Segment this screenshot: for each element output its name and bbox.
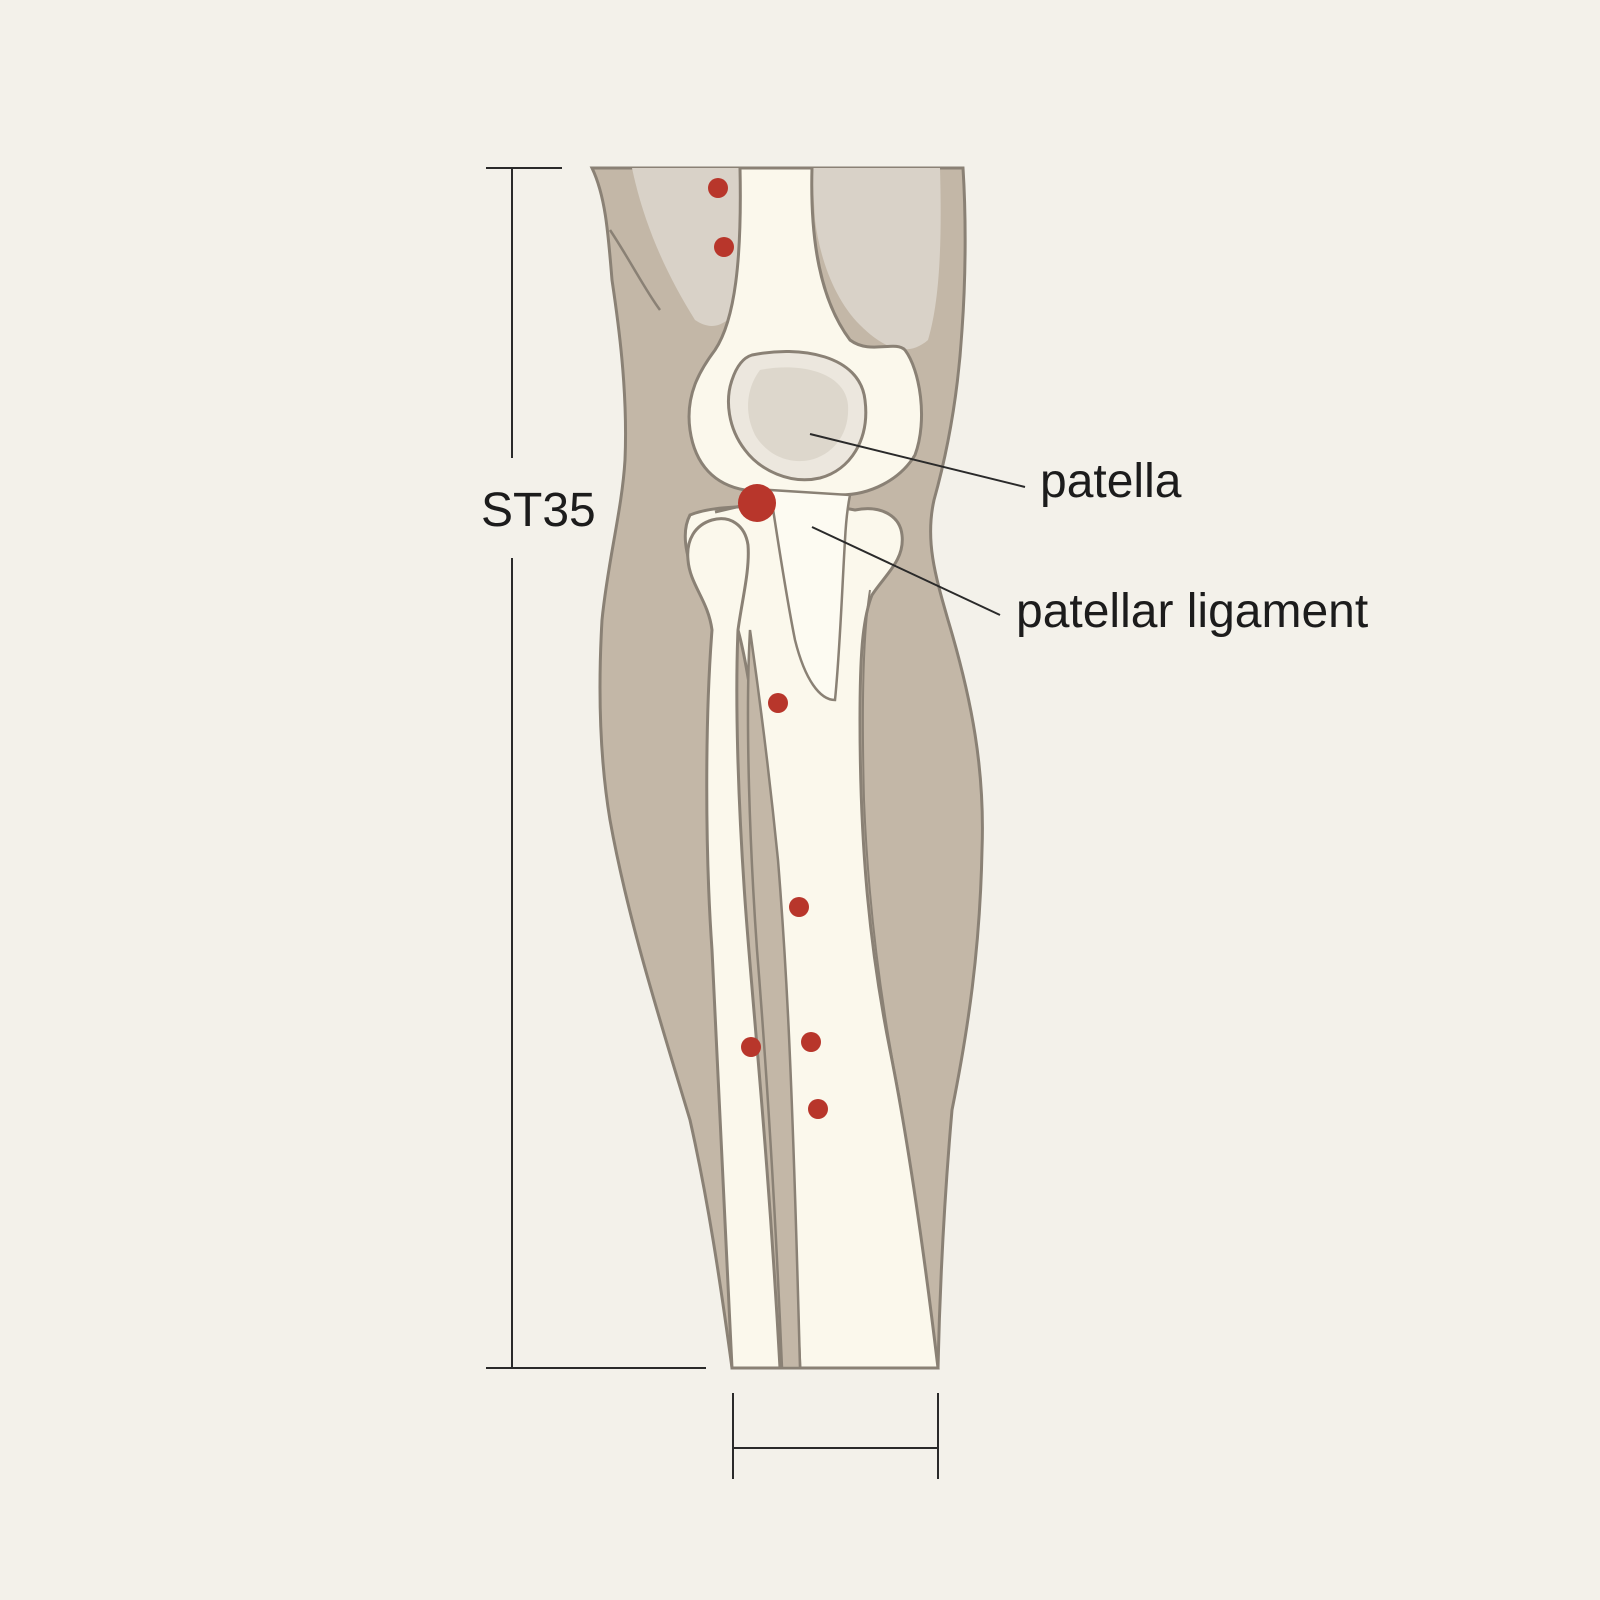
thigh-light-shading <box>632 168 941 350</box>
acupoint-dot <box>801 1032 821 1052</box>
acupoint-dot <box>789 897 809 917</box>
patella-leader-line <box>809 433 1026 488</box>
leader-lines <box>809 433 1026 616</box>
acupoint-dot <box>708 178 728 198</box>
vertical-dimension <box>486 167 706 1369</box>
patellar-ligament-label: patellar ligament <box>1016 585 1368 638</box>
thigh-left-shading <box>632 168 745 326</box>
horizontal-dimension <box>732 1393 939 1479</box>
fibula <box>686 517 782 1370</box>
interosseous-band <box>746 629 802 1370</box>
patellar-ligament-leader-line <box>811 526 1001 616</box>
acupoint-dot <box>808 1099 828 1119</box>
tibia-shade-line <box>861 589 901 1101</box>
st35-label: ST35 <box>481 484 596 537</box>
st35-acupoint <box>738 484 776 522</box>
thigh-crease-line <box>608 229 662 311</box>
acupoint-dot <box>741 1037 761 1057</box>
acupoints <box>708 178 828 1119</box>
acupoint-dot <box>768 693 788 713</box>
patellar-ligament-shape <box>768 488 852 702</box>
tibia-fibula <box>683 488 940 1370</box>
patella-label: patella <box>1040 455 1182 508</box>
acupoint-dot <box>714 237 734 257</box>
